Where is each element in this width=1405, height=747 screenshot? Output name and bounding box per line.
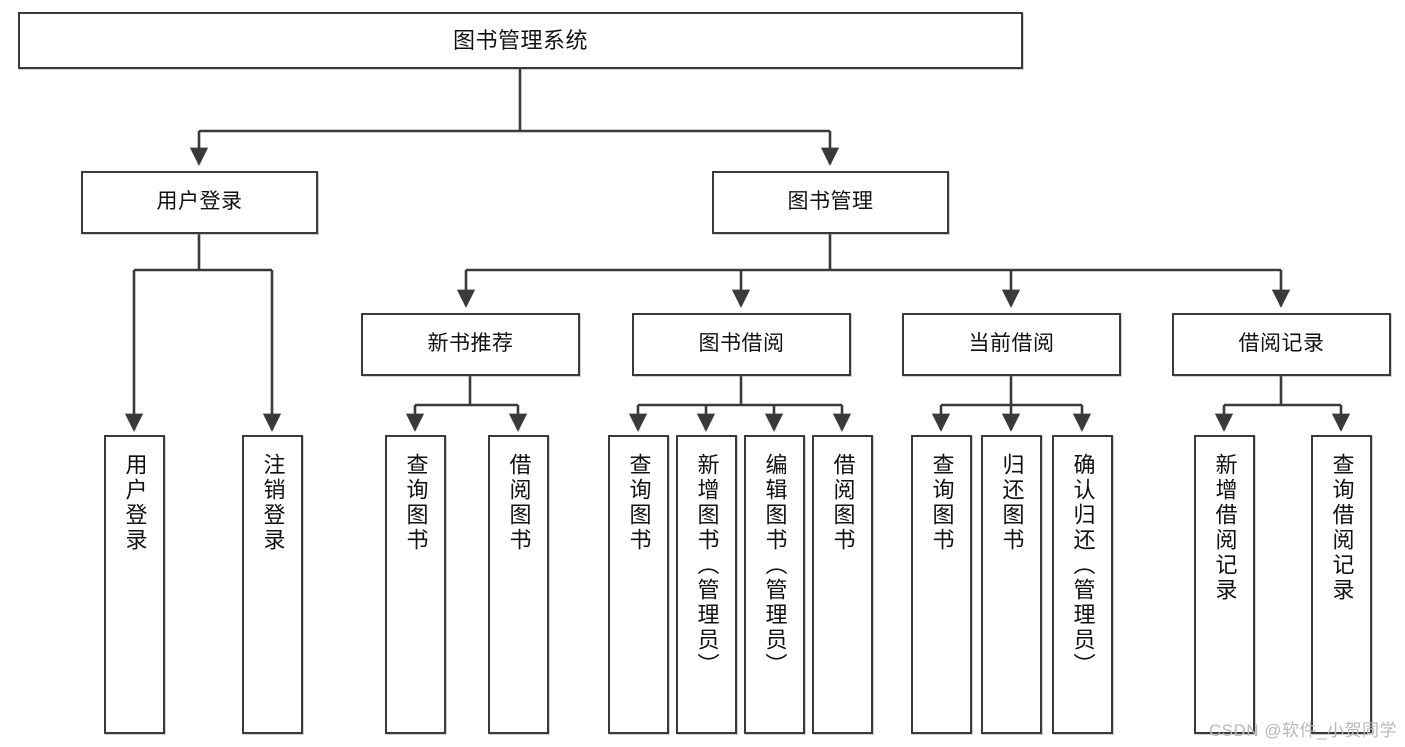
node-label: 新书推荐: [427, 332, 514, 356]
node-leaf-add-record[interactable]: 新增借阅记录: [1194, 435, 1255, 734]
node-leaf-add-book[interactable]: 新增图书（管理员）: [676, 435, 737, 734]
node-leaf-edit-book[interactable]: 编辑图书（管理员）: [744, 435, 805, 734]
node-leaf-confirm-return[interactable]: 确认归还（管理员）: [1052, 435, 1113, 734]
node-root-system[interactable]: 图书管理系统: [18, 12, 1023, 69]
node-label: 查询图书: [626, 453, 652, 553]
node-book-manage[interactable]: 图书管理: [712, 171, 949, 234]
node-label: 借阅图书: [506, 453, 532, 553]
node-label: 注销登录: [260, 453, 286, 553]
node-label: 归还图书: [999, 453, 1025, 553]
node-label: 借阅图书: [830, 453, 856, 553]
node-leaf-query-record[interactable]: 查询借阅记录: [1311, 435, 1372, 734]
node-label: 查询借阅记录: [1329, 453, 1355, 603]
node-leaf-borrow-book-1[interactable]: 借阅图书: [488, 435, 549, 734]
node-label: 用户登录: [156, 190, 243, 214]
node-new-book-recommend[interactable]: 新书推荐: [361, 313, 580, 376]
node-user-login[interactable]: 用户登录: [81, 171, 318, 234]
watermark-text: CSDN @软件_小贺同学: [1208, 721, 1397, 740]
node-label: 图书管理: [787, 190, 874, 214]
node-book-borrow[interactable]: 图书借阅: [632, 313, 851, 376]
node-leaf-user-login[interactable]: 用户登录: [104, 435, 165, 734]
node-label: 查询图书: [929, 453, 955, 553]
node-label: 用户登录: [122, 453, 148, 553]
node-label: 新增图书（管理员）: [694, 453, 720, 678]
node-label: 确认归还（管理员）: [1070, 453, 1096, 678]
node-leaf-return-book[interactable]: 归还图书: [981, 435, 1042, 734]
node-label: 借阅记录: [1238, 332, 1325, 356]
node-label: 当前借阅: [968, 332, 1055, 356]
node-leaf-query-book-1[interactable]: 查询图书: [385, 435, 446, 734]
node-label: 新增借阅记录: [1212, 453, 1238, 603]
node-current-borrow[interactable]: 当前借阅: [902, 313, 1121, 376]
node-label: 图书管理系统: [452, 27, 588, 53]
node-leaf-query-book-2[interactable]: 查询图书: [608, 435, 669, 734]
node-label: 图书借阅: [698, 332, 785, 356]
node-leaf-query-book-3[interactable]: 查询图书: [911, 435, 972, 734]
node-label: 查询图书: [403, 453, 429, 553]
node-borrow-record[interactable]: 借阅记录: [1172, 313, 1391, 376]
node-leaf-logout[interactable]: 注销登录: [242, 435, 303, 734]
node-leaf-borrow-book-2[interactable]: 借阅图书: [812, 435, 873, 734]
node-label: 编辑图书（管理员）: [762, 453, 788, 678]
